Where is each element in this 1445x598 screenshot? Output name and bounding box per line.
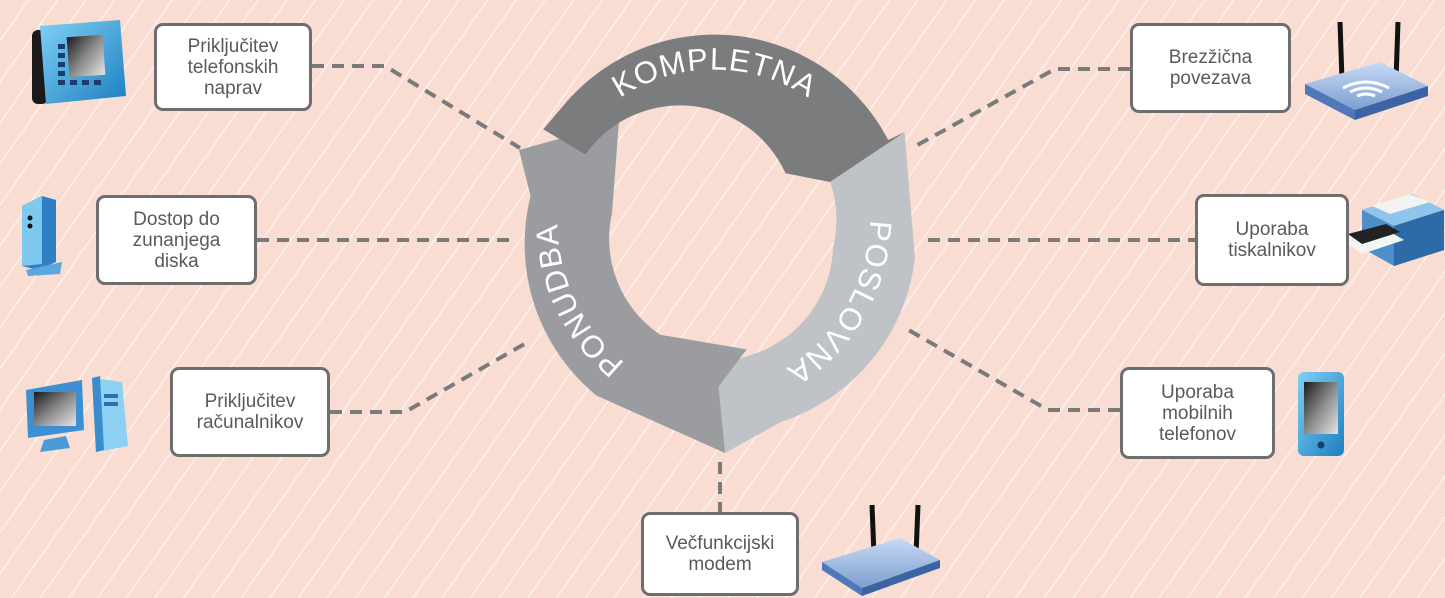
connector-wireless xyxy=(911,67,1130,150)
external-disk-icon xyxy=(22,196,62,276)
desktop-computer-icon xyxy=(26,376,128,452)
arrow-top-segment xyxy=(543,34,905,183)
label-box-external-disk: Dostop do zunanjega diska xyxy=(96,195,257,285)
label-box-mobile: Uporaba mobilnih telefonov xyxy=(1120,367,1275,459)
printer-icon xyxy=(1340,194,1444,266)
connector-mobile xyxy=(904,326,1120,412)
modem-icon xyxy=(822,504,940,596)
label-box-printers: Uporaba tiskalnikov xyxy=(1195,194,1349,286)
connector-computers xyxy=(330,340,529,414)
arrow-left-segment xyxy=(519,122,747,453)
connector-telephones xyxy=(312,64,522,150)
connectors xyxy=(257,64,1195,512)
label-box-modem: Večfunkcijski modem xyxy=(641,512,799,596)
desk-phone-icon xyxy=(32,20,126,104)
wifi-router-icon xyxy=(1305,21,1428,120)
label-box-wireless: Brezžična povezava xyxy=(1130,23,1291,113)
mobile-phone-icon xyxy=(1298,372,1344,456)
label-box-computers: Priključitev računalnikov xyxy=(170,367,330,457)
label-box-telephones: Priključitev telefonskih naprav xyxy=(154,23,312,111)
